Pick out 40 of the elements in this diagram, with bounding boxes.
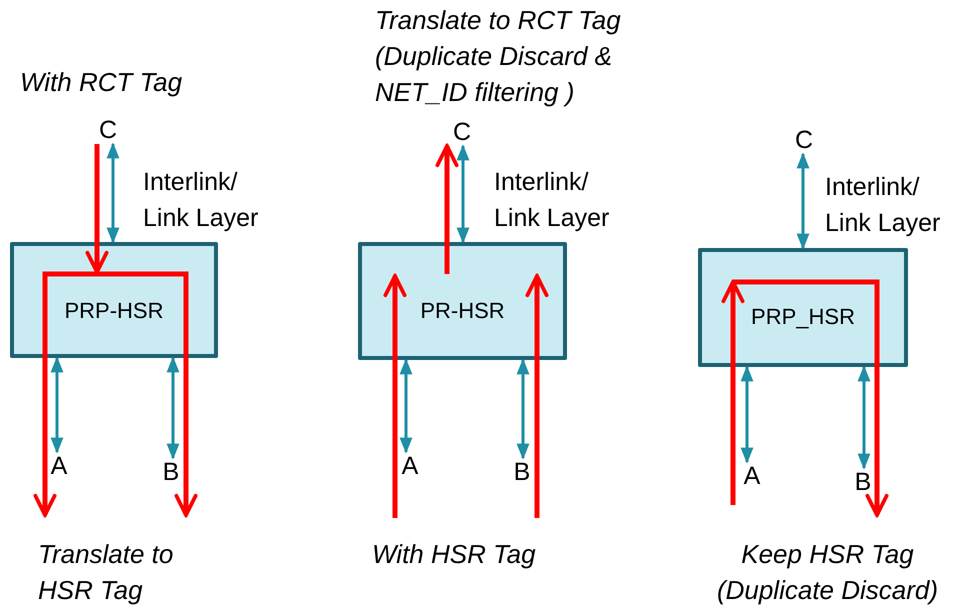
caption-text: With HSR Tag bbox=[372, 538, 537, 571]
box-label: PR-HSR bbox=[419, 297, 506, 324]
caption-text: Translate to RCT Tag (Duplicate Discard & NET_ID filtering ) bbox=[375, 4, 622, 109]
port-label: C bbox=[98, 116, 118, 144]
arrow bbox=[400, 358, 412, 454]
port-label: A bbox=[744, 462, 760, 490]
process-box bbox=[358, 242, 567, 360]
arrow bbox=[50, 356, 64, 454]
port-label: A bbox=[50, 452, 68, 480]
arrow bbox=[85, 144, 109, 274]
caption-text: Keep HSR Tag (Duplicate Discard) bbox=[716, 538, 940, 607]
arrow bbox=[97, 272, 198, 517]
arrow bbox=[435, 144, 459, 274]
caption-text: With RCT Tag bbox=[20, 66, 184, 99]
arrow bbox=[516, 358, 530, 460]
process-box bbox=[10, 242, 218, 358]
arrow bbox=[525, 274, 549, 518]
arrow bbox=[383, 274, 407, 518]
port-label: B bbox=[854, 468, 872, 496]
arrow bbox=[740, 365, 754, 464]
arrow bbox=[721, 280, 745, 505]
port-label: B bbox=[514, 458, 530, 486]
process-box bbox=[698, 248, 908, 367]
layer-label: Interlink/ Link Layer bbox=[143, 167, 260, 234]
arrow bbox=[796, 152, 810, 250]
arrow bbox=[858, 365, 870, 470]
arrow bbox=[733, 280, 889, 517]
caption-text: Translate to HSR Tag bbox=[38, 538, 174, 607]
layer-label: Interlink/ Link Layer bbox=[494, 167, 610, 234]
box-label: PRP_HSR bbox=[750, 303, 856, 330]
port-label: C bbox=[452, 118, 472, 146]
port-label: C bbox=[794, 126, 814, 154]
arrow bbox=[456, 144, 470, 244]
arrow bbox=[166, 356, 180, 460]
layer-label: Interlink/ Link Layer bbox=[825, 172, 942, 239]
port-label: A bbox=[402, 452, 418, 480]
arrow bbox=[33, 272, 97, 517]
port-label: B bbox=[162, 458, 180, 486]
box-label: PRP-HSR bbox=[63, 297, 164, 324]
arrow bbox=[106, 142, 120, 244]
